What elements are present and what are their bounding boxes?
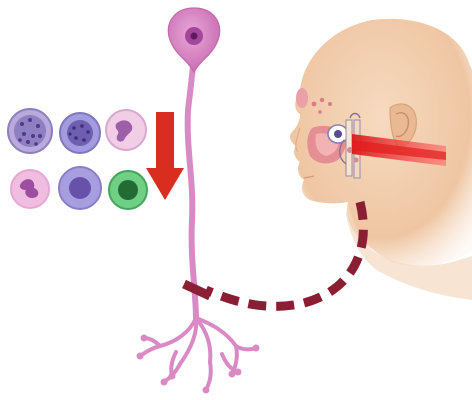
pathway-block-bar bbox=[184, 284, 210, 296]
cell-green-cell bbox=[109, 171, 147, 209]
immune-cells bbox=[8, 109, 147, 209]
neuron-axon bbox=[188, 54, 196, 320]
cell-violet-large-cell bbox=[59, 167, 101, 209]
neuron-nucleolus bbox=[191, 33, 198, 40]
neuron-terminals bbox=[140, 318, 256, 390]
decrease-arrow-icon bbox=[146, 112, 184, 200]
cell-pink-neutrophil bbox=[106, 110, 146, 150]
eye bbox=[328, 125, 348, 143]
cell-pink-bilobed-cell bbox=[11, 170, 49, 208]
cell-dotted-granulocyte bbox=[60, 113, 100, 153]
cell-purple-granulocyte bbox=[8, 109, 52, 153]
dashed-pathway bbox=[206, 202, 363, 306]
neuron bbox=[137, 8, 260, 394]
human-head bbox=[290, 19, 472, 300]
